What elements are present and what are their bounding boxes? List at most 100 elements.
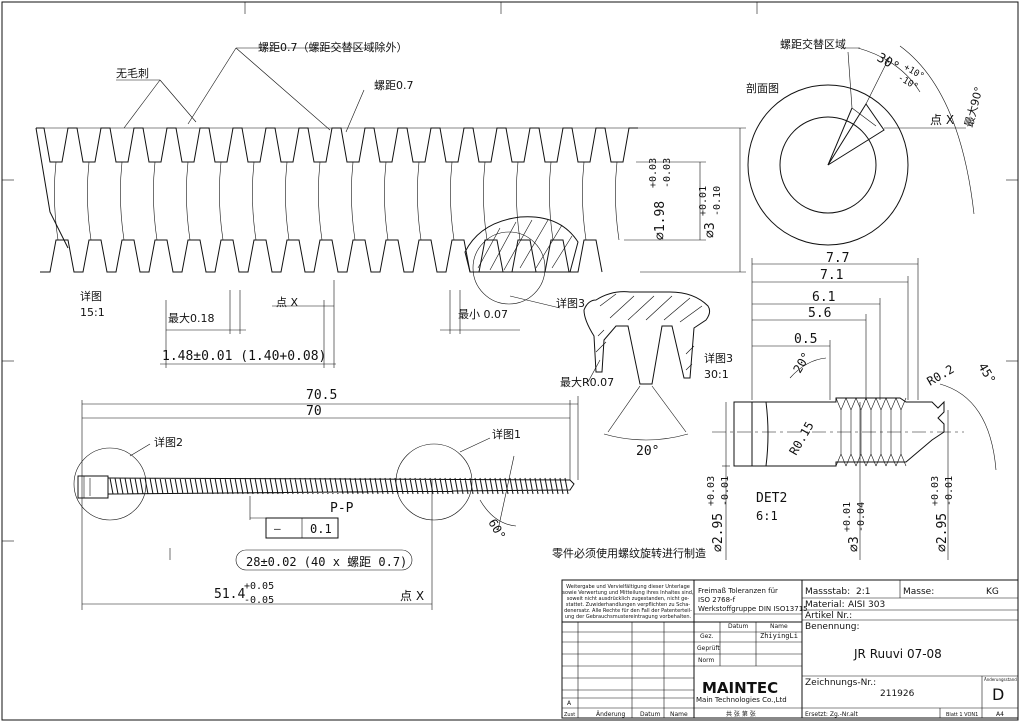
len-705: 70.5 [306,388,337,403]
col-name: Name [670,711,688,718]
len-514-tol-upper: +0.05 [244,581,274,592]
dim-7-1: 7.1 [820,268,843,283]
drawing-no-label: Zeichnungs-Nr.: [805,678,876,688]
detail3-callout: 详图3 [556,296,585,310]
scale-value: 2:1 [856,587,870,597]
point-x-section: 点 X [930,113,954,127]
revision-a: A [567,700,572,707]
svg-text:⌀2.95: ⌀2.95 [935,513,950,552]
svg-text:-0.10: -0.10 [712,186,723,216]
name-label: Benennung: [805,622,860,632]
col-zust: Zust [564,712,575,718]
dia-3b-dim: ⌀3 +0.01 -0.04 [842,502,867,552]
svg-text:sowie Verwertung und Mitteilun: sowie Verwertung und Mitteilung ihres In… [562,590,694,596]
frame-ticks [2,2,1018,542]
svg-text:+0.01: +0.01 [842,502,853,532]
dim-148: 1.48±0.01 (1.40+0.08) [162,349,326,364]
part-name: JR Ruuvi 07-08 [853,647,942,661]
angle-20-label: 20° [636,444,659,459]
detail3-scale: 30:1 [704,368,729,381]
dim-5-6: 5.6 [808,306,831,321]
dia-295a-dim: ⌀2.95 +0.03 -0.01 [706,476,731,552]
pitch-label: 螺距0.7 [374,79,414,92]
drawer-name: ZhiyingLi [760,632,798,640]
pp-label: P-P [330,501,354,516]
det2-view [712,258,997,560]
point-x-full: 点 X [400,589,424,603]
row-geprueft: Geprüft [697,645,720,652]
svg-text:ung der Gebrauchsmustereintrag: ung der Gebrauchsmustereintragung vorbeh… [565,614,692,620]
svg-text:-0.01: -0.01 [720,476,731,506]
full-view [73,396,579,610]
material-label: Material: [805,600,845,610]
dim-7-7: 7.7 [826,251,849,266]
annotations: 无毛刺 螺距0.7（螺距交替区域除外） 螺距0.7 详图 15:1 最大0.18… [80,37,998,606]
detail3-label: 详图3 [704,351,733,365]
manufacturing-note: 零件必须使用螺纹旋转进行制造 [552,546,706,560]
detail1-callout: 详图1 [492,427,521,441]
sheet-count-cn: 共 张 第 张 [726,710,756,718]
replaces-label: Ersetzt: Zg.-Nr.alt [805,711,859,718]
svg-text:+0.03: +0.03 [706,476,717,506]
legal-text: Weitergabe und Vervielfältigung dieser U… [562,584,694,620]
alt-zone-label: 螺距交替区域 [780,37,846,51]
title-block: Weitergabe und Vervielfältigung dieser U… [561,579,1019,719]
det2-scale: 6:1 [756,509,778,523]
svg-text:stattet. Zuwiderhandlungen ver: stattet. Zuwiderhandlungen verpflichten … [566,602,690,608]
detail-label: 详图 [80,289,102,303]
scale-label: Massstab: [805,587,850,597]
section-view-label: 剖面图 [746,81,779,95]
svg-text:+0.01: +0.01 [698,186,709,216]
dia-198-dim: ⌀1.98 +0.03 -0.03 [648,158,673,240]
row-gez: Gez. [700,633,713,640]
detail-scale-15: 15:1 [80,306,105,319]
detail2-callout: 详图2 [154,435,183,449]
svg-text:+0.03: +0.03 [930,476,941,506]
svg-text:Weitergabe und Vervielfältigun: Weitergabe und Vervielfältigung dieser U… [566,584,690,590]
svg-text:-0.01: -0.01 [944,476,955,506]
min-007-label: 最小 0.07 [458,308,508,321]
change-state: D [992,685,1004,704]
tolerance-line-1: Freimaß Toleranzen für [698,587,778,595]
max-90-label: 最大90° [961,85,985,129]
svg-text:-0.03: -0.03 [662,158,673,188]
datum-header: Datum [728,623,748,630]
tolerance-line-2: ISO 2768-f [698,596,736,604]
dim-0-5: 0.5 [794,332,817,347]
flatness-value: 0.1 [310,522,332,536]
len-70: 70 [306,404,322,419]
svg-text:30°: 30° [874,50,902,75]
len-514: 51.4 [214,587,245,602]
angle-30-dim: 30° +10° -10° [874,50,926,92]
dia-3-dim: ⌀3 +0.01 -0.10 [698,186,723,238]
col-aenderung: Änderung [596,711,625,718]
mass-label: Masse: [903,587,934,597]
point-x-label: 点 X [276,296,298,309]
svg-text:+0.03: +0.03 [648,158,659,188]
svg-text:⌀1.98: ⌀1.98 [653,201,668,240]
detail1-dimensions [116,47,746,368]
dia-295b-dim: ⌀2.95 +0.03 -0.01 [930,476,955,552]
thread-length-note: 28±0.02 (40 x 螺距 0.7) [246,555,407,569]
radius-02-label: R0.2 [925,362,957,389]
sheet-number: Blatt 1 VON1 [946,712,978,718]
detail1-thread-view [35,127,640,273]
flatness-symbol: — [274,522,281,535]
svg-text:-0.04: -0.04 [856,502,867,532]
det2-label: DET2 [756,491,787,506]
no-burr-note: 无毛刺 [116,67,149,80]
name-header: Name [770,623,788,630]
tolerance-line-3: Werkstoffgruppe DIN ISO13715 [698,605,808,613]
svg-text:denersatz. Alle Rechte für den: denersatz. Alle Rechte für den Fall der … [564,608,692,614]
detail3-bubble-overlay [464,216,579,305]
mass-unit: KG [986,587,999,597]
angle-45-label: 45° [975,361,998,387]
company-logo: MAINTEC [702,679,778,697]
change-state-label: Änderungsstand [984,677,1017,682]
max-r007-label: 最大R0.07 [560,375,614,389]
pitch-note: 螺距0.7（螺距交替区域除外） [258,40,408,54]
section-view [747,45,975,246]
angle-60-label: 60° [485,517,508,543]
